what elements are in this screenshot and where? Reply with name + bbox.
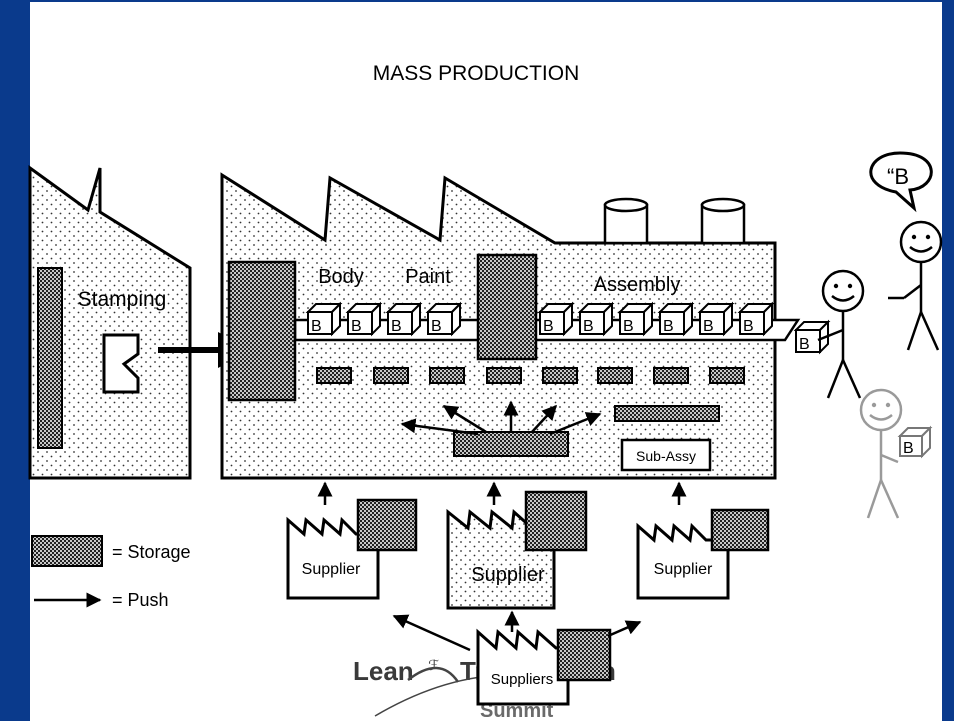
wip-box: B bbox=[700, 304, 732, 335]
watermark-lean: Lean bbox=[353, 656, 414, 686]
svg-text:B: B bbox=[799, 336, 810, 353]
svg-text:B: B bbox=[663, 318, 674, 335]
line-storage bbox=[543, 368, 577, 383]
svg-text:B: B bbox=[583, 318, 594, 335]
held-product-box: B bbox=[900, 428, 930, 457]
supplier-center-storage bbox=[526, 492, 586, 550]
wip-box: B bbox=[388, 304, 420, 335]
wip-box: B bbox=[348, 304, 380, 335]
supplier-center-label: Supplier bbox=[471, 564, 545, 586]
svg-text:B: B bbox=[431, 318, 442, 335]
assembly-label: Assembly bbox=[594, 274, 681, 296]
svg-text:B: B bbox=[391, 318, 402, 335]
wip-box: B bbox=[620, 304, 652, 335]
svg-text:B: B bbox=[703, 318, 714, 335]
body-label: Body bbox=[318, 266, 364, 288]
line-storage bbox=[430, 368, 464, 383]
held-box-letter: B bbox=[903, 440, 914, 457]
paint-label: Paint bbox=[405, 266, 451, 288]
line-storage bbox=[654, 368, 688, 383]
svg-text:B: B bbox=[743, 318, 754, 335]
wip-box: B bbox=[308, 304, 340, 335]
body-storage bbox=[229, 262, 295, 400]
line-storage bbox=[487, 368, 521, 383]
legend-storage-label: = Storage bbox=[112, 542, 191, 562]
stamping-label: Stamping bbox=[78, 288, 167, 311]
subassy-label: Sub-Assy bbox=[636, 448, 696, 464]
wip-box: B bbox=[580, 304, 612, 335]
chimney-left bbox=[605, 199, 647, 243]
legend-push-label: = Push bbox=[112, 590, 169, 610]
slide-border-left bbox=[0, 0, 30, 721]
watermark-runner-icon: ℱ bbox=[428, 657, 439, 673]
supplier-bottom-storage bbox=[558, 630, 610, 680]
supplier-bottom-label: Suppliers bbox=[491, 671, 554, 688]
legend-storage-swatch bbox=[32, 536, 102, 566]
line-storage bbox=[374, 368, 408, 383]
wip-box: B bbox=[428, 304, 460, 335]
wip-box: B bbox=[540, 304, 572, 335]
chimney-right bbox=[702, 199, 744, 243]
parts-storage bbox=[454, 432, 568, 456]
svg-text:B: B bbox=[543, 318, 554, 335]
supplier-right-label: Supplier bbox=[654, 561, 713, 578]
svg-text:B: B bbox=[311, 318, 322, 335]
supplier-left-label: Supplier bbox=[302, 561, 361, 578]
subassy-storage bbox=[615, 406, 719, 421]
paint-storage bbox=[478, 255, 536, 359]
supplier-right-storage bbox=[712, 510, 768, 550]
wip-box: B bbox=[660, 304, 692, 335]
supplier-left-storage bbox=[358, 500, 416, 550]
svg-text:B: B bbox=[623, 318, 634, 335]
slide-title: MASS PRODUCTION bbox=[373, 62, 580, 85]
line-storage bbox=[598, 368, 632, 383]
speech-bubble-text: “B bbox=[887, 164, 909, 189]
line-storage bbox=[317, 368, 351, 383]
slide-border-right bbox=[942, 0, 954, 721]
wip-box: B bbox=[740, 304, 772, 335]
line-storage bbox=[710, 368, 744, 383]
stamping-storage bbox=[38, 268, 62, 448]
svg-text:B: B bbox=[351, 318, 362, 335]
